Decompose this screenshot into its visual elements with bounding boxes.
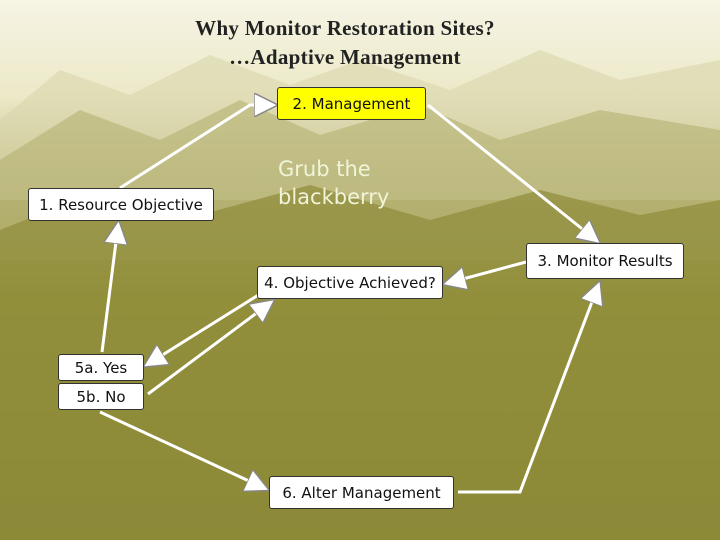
yes-box: 5a. Yes — [58, 354, 144, 381]
arrow-objective-to-management — [119, 105, 272, 190]
monitor-results-box: 3. Monitor Results — [526, 243, 684, 279]
slide-title-line-1: Why Monitor Restoration Sites? — [195, 16, 495, 40]
arrow-no-to-achieved — [147, 303, 270, 396]
management-example-note: Grub the blackberry — [278, 155, 389, 211]
arrow-management-to-monitor — [427, 103, 596, 240]
objective-achieved-box: 4. Objective Achieved? — [257, 266, 443, 299]
management-box: 2. Management — [277, 87, 426, 120]
note-line-2: blackberry — [278, 185, 390, 209]
arrow-no-to-alter — [99, 410, 264, 488]
arrow-monitor-to-achieved — [448, 260, 527, 283]
no-box: 5b. No — [58, 383, 144, 410]
resource-objective-box: 1. Resource Objective — [28, 188, 214, 221]
alter-management-box: 6. Alter Management — [269, 476, 454, 509]
arrow-achieved-to-yes — [148, 292, 261, 364]
arrow-yes-to-objective — [100, 226, 118, 353]
note-line-1: Grub the — [278, 157, 371, 181]
arrow-alter-to-monitor — [458, 286, 598, 494]
slide-title-line-2: …Adaptive Management — [229, 45, 461, 69]
